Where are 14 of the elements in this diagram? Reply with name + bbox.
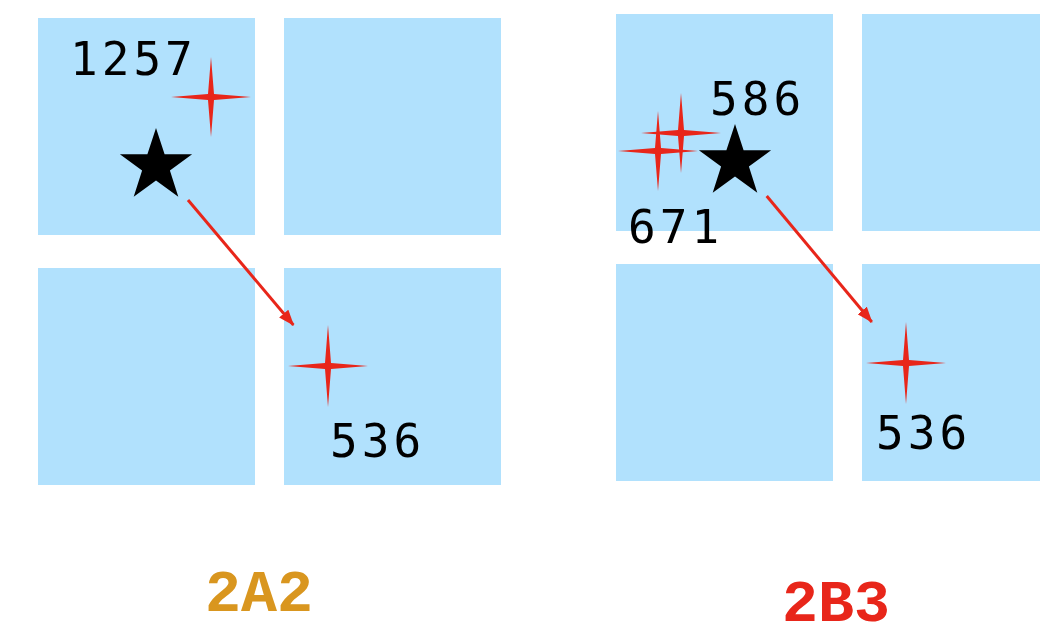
panel-label: 2A2 — [205, 565, 314, 625]
number-label: 536 — [876, 410, 972, 456]
number-label: 671 — [628, 204, 724, 250]
number-label: 1257 — [70, 36, 197, 82]
panel-label: 2B3 — [782, 575, 891, 625]
grid-square — [616, 264, 833, 481]
grid-square — [284, 268, 501, 485]
number-label: 536 — [330, 418, 426, 464]
arrow — [186, 199, 295, 326]
arrow — [765, 195, 873, 323]
grid-square — [38, 18, 255, 235]
grid-square — [284, 18, 501, 235]
grid-square — [38, 268, 255, 485]
number-label: 586 — [710, 76, 806, 122]
